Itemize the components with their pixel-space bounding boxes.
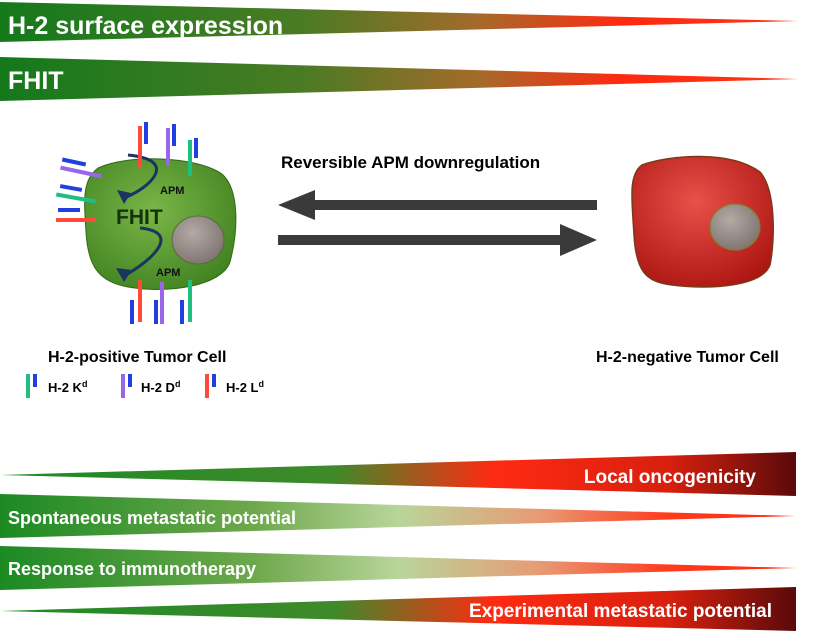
receptor-blue-bar [144,122,148,144]
local-oncogenicity-label: Local oncogenicity [584,467,757,488]
experimental-metastatic-bar [0,587,796,631]
receptor-legend: H-2 Kd H-2 Dd H-2 Ld [26,374,264,398]
receptor-blue-bar [172,124,176,146]
legend-ld-label: H-2 Ld [226,379,264,395]
receptor-blue-bar [58,208,80,212]
local-oncogenicity-bar [0,452,796,496]
receptor-blue-bar [154,300,158,324]
experimental-metastatic-label: Experimental metastatic potential [469,601,772,622]
apm-pathway-arrow-top [123,153,158,200]
receptor-dd-bar [60,165,102,179]
h2-surface-expression-label: H-2 surface expression [8,12,283,40]
legend-kd-label: H-2 Kd [48,379,87,395]
response-immunotherapy-label: Response to immunotherapy [8,559,256,579]
spontaneous-metastatic-label: Spontaneous metastatic potential [8,508,296,528]
apm-pathway-arrow-bottom [123,226,163,278]
apm-pathway-arrowhead-top [117,190,131,204]
fhit-bar-label: FHIT [8,67,64,95]
h2-positive-label: H-2-positive Tumor Cell [48,349,226,366]
receptor-ld-bar [138,126,142,168]
apm-label-top: APM [160,185,184,197]
h2-positive-tumor-cell: FHIT APM APM [55,122,237,324]
receptor-dd-bar [160,282,164,324]
h2-negative-tumor-cell [631,155,774,288]
receptor-blue-bar [194,138,198,158]
apm-pathway-arrowhead-bottom [116,268,132,282]
legend-ld-swatch-red [205,374,209,398]
spontaneous-metastatic-bar [0,494,796,538]
h2-negative-label: H-2-negative Tumor Cell [596,349,779,366]
receptor-dd-bar [166,128,170,166]
legend-kd-swatch-blue [33,374,37,387]
fhit-bar [0,57,798,101]
receptor-ld-bar [56,218,96,222]
receptor-kd-bar [55,192,97,204]
response-immunotherapy-bar [0,546,796,590]
apm-label-bottom: APM [156,267,180,279]
legend-dd-swatch-purple [121,374,125,398]
reversible-apm-label: Reversible APM downregulation [281,153,540,172]
receptor-ld-bar [138,280,142,322]
legend-dd-swatch-blue [128,374,132,387]
negative-cell-nucleus [709,203,761,251]
positive-cell-nucleus [171,215,225,265]
legend-kd-swatch-green [26,374,30,398]
arrow-left [278,190,597,220]
receptor-blue-bar [59,184,83,192]
receptor-kd-bar [188,140,192,176]
receptor-blue-bar [180,300,184,324]
receptor-kd-bar [188,280,192,322]
fhit-cell-label: FHIT [116,206,163,229]
legend-ld-swatch-blue [212,374,216,387]
legend-dd-label: H-2 Dd [141,379,180,395]
negative-cell-body [631,155,774,288]
receptor-blue-bar [61,157,87,167]
receptor-blue-bar [130,300,134,324]
h2-surface-expression-bar [0,2,798,42]
arrow-right [278,224,597,256]
